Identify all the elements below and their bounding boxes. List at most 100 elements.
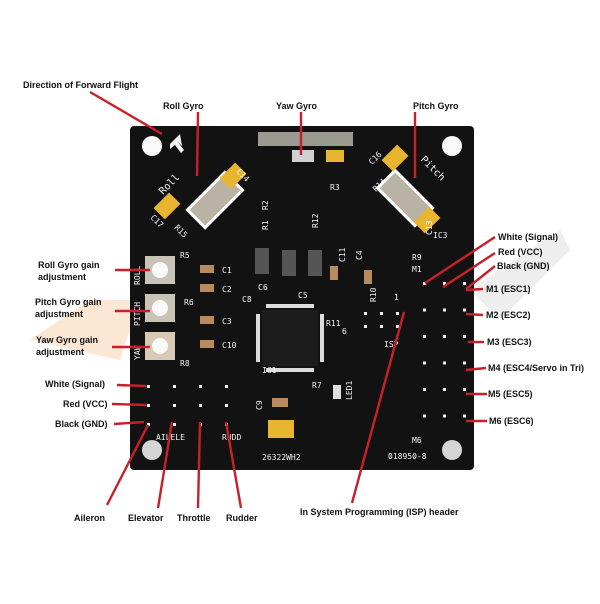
silk-code2: 018950-8 [388,452,427,461]
silk-pin6: 6 [342,327,347,336]
motor-pin [423,282,426,285]
silk-code1: 26322WH2 [262,453,301,462]
label-roll-gyro: Roll Gyro [163,101,204,111]
label-m2: M2 (ESC2) [486,310,531,320]
pitch-gyro-chip [375,168,435,228]
motor-pin [443,361,446,365]
mount-hole [442,136,462,156]
receiver-pin [199,385,202,388]
silk-c11: C11 [338,247,347,262]
silk-rudd: RUDD [222,433,241,442]
silk-c4: C4 [355,250,364,260]
cap [326,150,344,162]
mount-hole [142,440,162,460]
silk-m1: M1 [412,265,422,274]
motor-pin [463,361,466,365]
silk-r2: R2 [261,200,270,210]
silk-r3: R3 [330,183,340,192]
silk-c6: C6 [258,283,268,292]
motor-pin [463,308,466,312]
silk-c3: C3 [222,317,232,326]
ic-pins [256,304,324,372]
silk-r6: R6 [184,298,194,307]
motor-pin [423,414,426,418]
receiver-pin [225,385,228,388]
label-aileron: Aileron [74,513,106,523]
label-left-black-gnd: Black (GND) [55,419,108,429]
silk-yaw-pot: YAW [133,345,142,360]
yaw-gyro-bracket [258,132,353,146]
silk-r7: R7 [312,381,322,390]
silk-c1: C1 [222,266,232,275]
isp-header-pins [364,312,399,328]
label-m6: M6 (ESC6) [489,416,534,426]
receiver-pin [147,404,150,407]
silk-pitch-pot: PITCH [133,302,142,326]
receiver-pin [225,404,228,407]
label-roll-gain: Roll Gyro gain adjustment [38,260,100,282]
label-m5: M5 (ESC5) [488,389,533,399]
label-m1: M1 (ESC1) [486,284,531,294]
motor-pin [463,335,466,338]
label-pitch-gain: Pitch Gyro gain adjustment [35,297,102,319]
motor-pin [423,308,426,312]
silk-r9: R9 [412,253,422,262]
leader-lines [89,90,496,509]
label-right-white-signal: White (Signal) [498,232,558,242]
silk-r12: R12 [311,213,320,228]
motor-pin [423,361,426,365]
motor-pin [423,388,426,391]
motor-pin [463,388,466,391]
silk-r5: R5 [180,251,190,260]
silk-m6: M6 [412,436,422,445]
label-yaw-gain: Yaw Gyro gain adjustment [36,335,99,357]
label-forward-flight: Direction of Forward Flight [23,80,138,90]
motor-pin [443,414,446,418]
yaw-gyro-chip [292,150,314,162]
silk-r10: R10 [369,287,378,302]
motor-pin [463,414,466,418]
motor-pin [443,388,446,391]
led [333,385,341,399]
silk-c9: C9 [255,400,264,410]
silk-r11: R11 [326,319,341,328]
ceramic-caps [200,265,372,407]
gain-pots [145,256,175,360]
label-throttle: Throttle [177,513,211,523]
forward-arrow-icon [170,134,184,153]
mount-hole [442,440,462,460]
silk-ic3: IC3 [433,231,448,240]
label-right-black-gnd: Black (GND) [497,261,550,271]
label-isp-header: In System Programming (ISP) header [300,507,459,517]
label-right-red-vcc: Red (VCC) [498,247,543,257]
receiver-pin [199,404,202,407]
motor-pin [423,335,426,338]
silk-c5: C5 [298,291,308,300]
silk-r1: R1 [261,220,270,230]
motor-pin [443,282,446,285]
label-elevator: Elevator [128,513,164,523]
silk-r8: R8 [180,359,190,368]
label-m4: M4 (ESC4/Servo in Tri) [488,363,585,373]
mount-hole [142,136,162,156]
silk-isp: ISP [384,340,399,349]
label-m3: M3 (ESC3) [487,337,532,347]
silk-c10: C10 [222,341,237,350]
label-yaw-gyro: Yaw Gyro [276,101,318,111]
silk-roll-pot: ROLL [133,266,142,285]
microcontroller-ic [262,310,318,366]
tantalum-caps [153,144,441,438]
silk-c2: C2 [222,285,232,294]
label-rudder: Rudder [226,513,258,523]
label-pitch-gyro: Pitch Gyro [413,101,459,111]
receiver-pin [147,385,150,388]
silk-pin1: 1 [394,293,399,302]
silk-c13: C13 [425,220,434,235]
silk-c8: C8 [242,295,252,304]
label-left-red-vcc: Red (VCC) [63,399,108,409]
inductors [255,248,322,276]
motor-pin [443,335,446,338]
receiver-pin [173,404,176,407]
label-left-white-signal: White (Signal) [45,379,105,389]
